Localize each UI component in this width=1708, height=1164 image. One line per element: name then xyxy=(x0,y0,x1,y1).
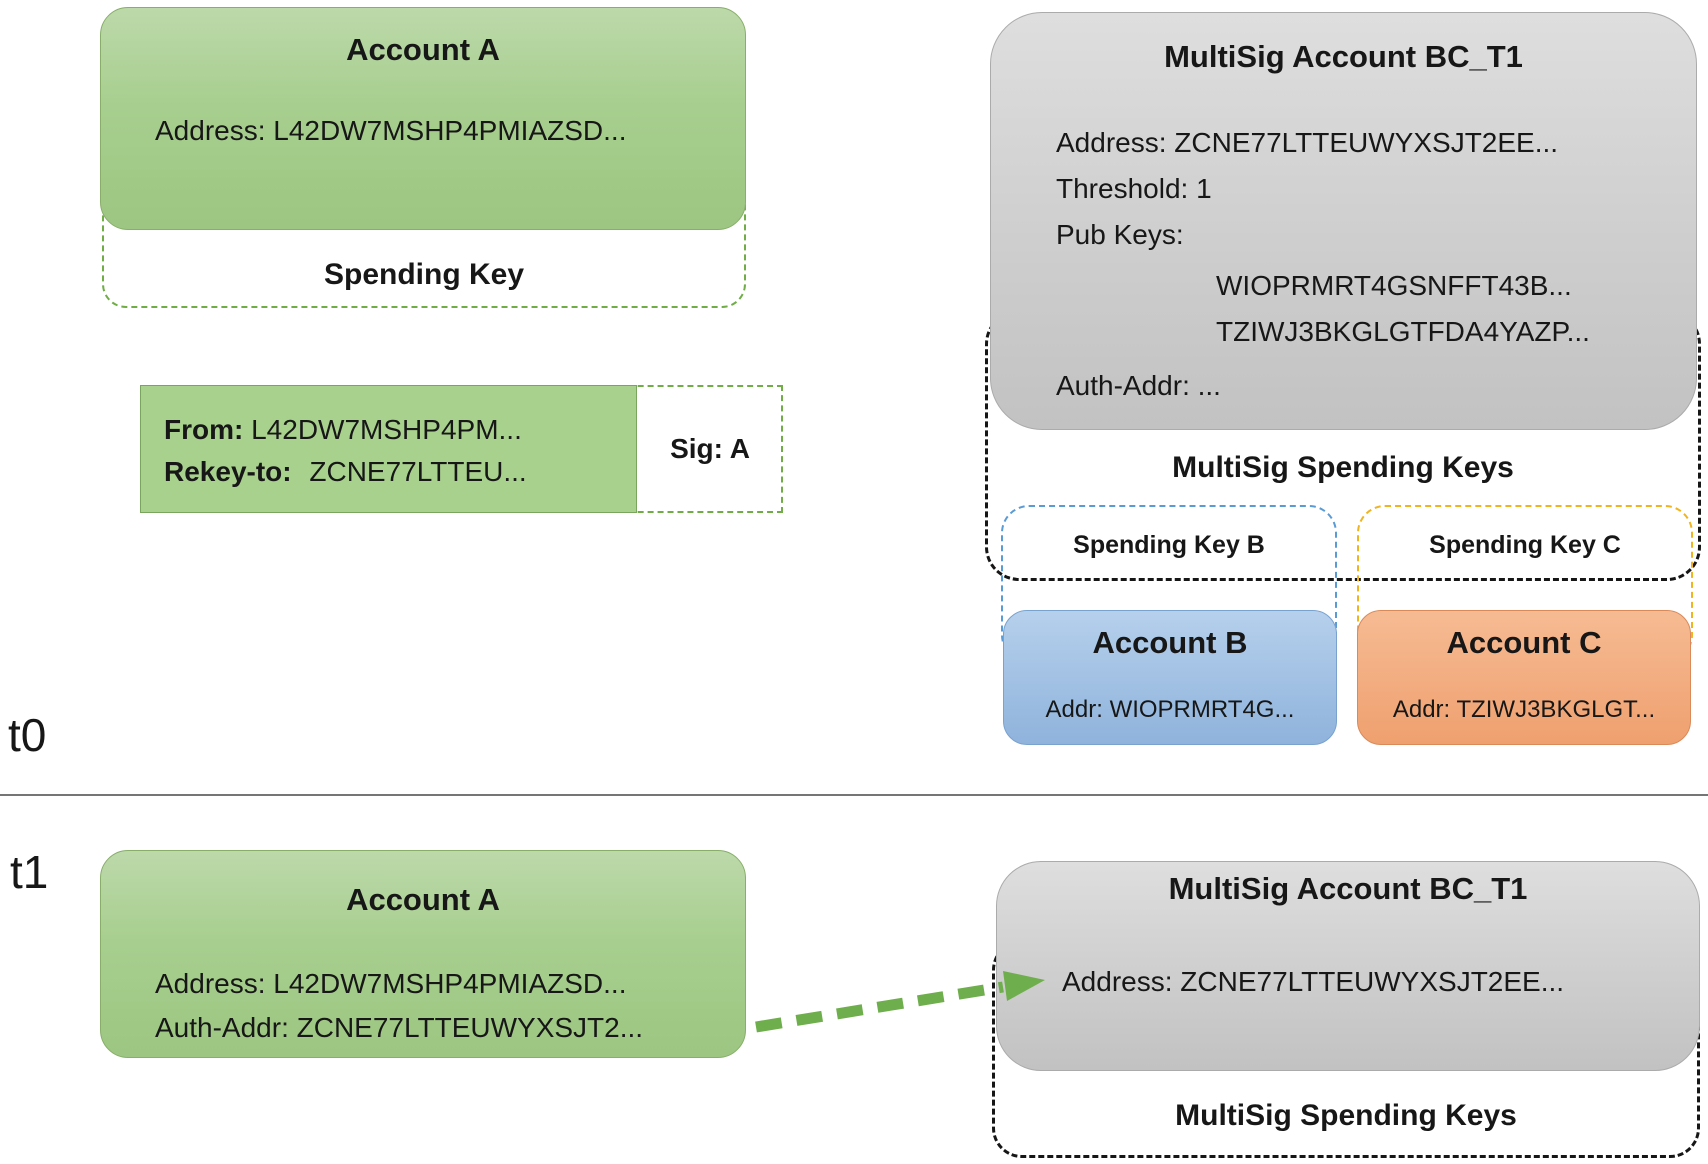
multisig-t0-pubkey-2: TZIWJ3BKGLGTFDA4YAZP... xyxy=(1216,316,1590,347)
multisig-t0-auth-addr: Auth-Addr: ... xyxy=(1056,370,1221,401)
account-c-title: Account C xyxy=(1446,625,1602,660)
timeline-t1-label: t1 xyxy=(10,846,49,898)
account-a-t0-box xyxy=(100,7,746,230)
multisig-t0-pubkey-1: WIOPRMRT4GSNFFT43B... xyxy=(1216,270,1572,301)
timeline-t0-label: t0 xyxy=(8,709,47,761)
rekey-txn-rekey-label: Rekey-to: xyxy=(164,456,292,487)
rekey-txn-signature: Sig: A xyxy=(670,433,750,464)
spending-key-b-label: Spending Key B xyxy=(1073,531,1265,559)
multisig-t1-address: Address: ZCNE77LTTEUWYXSJT2EE... xyxy=(1062,966,1565,997)
multisig-account-t1-box xyxy=(996,861,1700,1071)
rekey-txn-rekey-line: Rekey-to: ZCNE77LTTEU... xyxy=(164,455,527,489)
rekey-txn-box xyxy=(140,385,637,513)
account-b-title: Account B xyxy=(1092,625,1248,660)
multisig-spending-keys-label-t1: MultiSig Spending Keys xyxy=(1175,1099,1517,1132)
multisig-t0-address: Address: ZCNE77LTTEUWYXSJT2EE... xyxy=(1056,127,1559,158)
account-b-address: Addr: WIOPRMRT4G... xyxy=(1045,696,1295,723)
rekey-txn-from-label: From: xyxy=(164,414,244,445)
rekey-txn-from-line: From: L42DW7MSHP4PM... xyxy=(164,413,522,447)
multisig-spending-keys-label-t0: MultiSig Spending Keys xyxy=(1172,451,1514,484)
account-c-box xyxy=(1357,610,1691,745)
multisig-t0-pubkeys-label: Pub Keys: xyxy=(1056,219,1184,250)
multisig-account-t1-title: MultiSig Account BC_T1 xyxy=(1168,871,1528,906)
account-c-address: Addr: TZIWJ3BKGLGT... xyxy=(1392,696,1656,723)
account-b-box xyxy=(1003,610,1337,745)
account-a-t1-auth-addr: Auth-Addr: ZCNE77LTTEUWYXSJT2... xyxy=(155,1012,644,1043)
account-a-t1-address: Address: L42DW7MSHP4PMIAZSD... xyxy=(155,968,627,999)
account-a-t1-title: Account A xyxy=(346,882,500,917)
rekey-txn-rekey-value: ZCNE77LTTEU... xyxy=(309,456,527,487)
timeline-divider xyxy=(0,794,1708,796)
multisig-account-t0-box xyxy=(990,12,1697,430)
account-a-t0-title: Account A xyxy=(346,32,500,67)
spending-key-c-label: Spending Key C xyxy=(1429,531,1621,559)
multisig-account-t0-title: MultiSig Account BC_T1 xyxy=(1164,39,1523,74)
account-a-t1-box xyxy=(100,850,746,1058)
spending-key-a-label: Spending Key xyxy=(323,258,525,291)
rekey-txn-from-value: L42DW7MSHP4PM... xyxy=(251,414,522,445)
multisig-t0-threshold: Threshold: 1 xyxy=(1056,173,1212,204)
account-a-t0-address: Address: L42DW7MSHP4PMIAZSD... xyxy=(155,115,627,146)
